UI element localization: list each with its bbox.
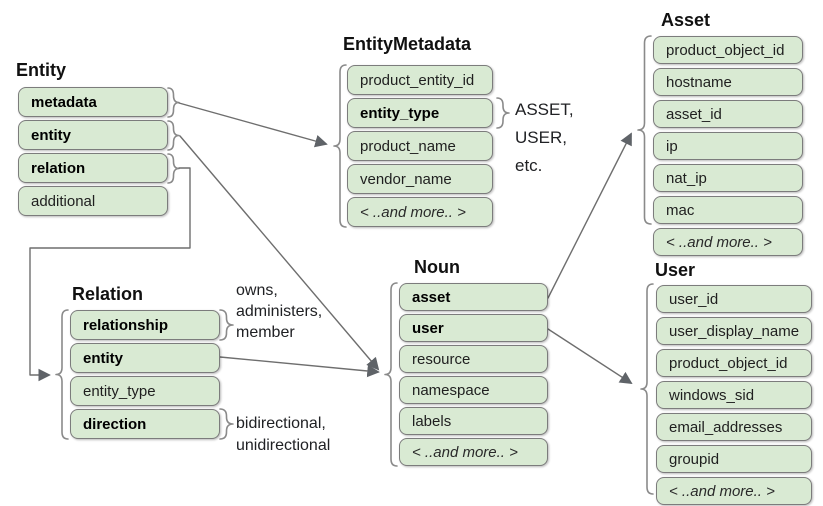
brace-asset-left [637, 35, 652, 225]
brace-noun-left [384, 282, 398, 467]
field-additional: additional [18, 186, 168, 216]
entity-table-title: Entity [16, 60, 67, 80]
note-line: owns, [236, 282, 278, 299]
brace-entity-type-field [496, 97, 510, 129]
field-entity: entity [18, 120, 168, 150]
noun-table-title: Noun [414, 257, 460, 277]
relation-table-title: Relation [72, 284, 144, 304]
user-table-fields: user_id user_display_name product_object_i… [656, 285, 812, 506]
field-product-object-id: product_object_id [653, 36, 803, 64]
note-line: administers, [236, 303, 323, 320]
noun-table-fields: asset user resource namespace labels < ..and … [399, 283, 548, 469]
field-groupid: groupid [656, 445, 812, 473]
entity-type-values-note: ASSET, USER, etc. [515, 96, 574, 180]
field-relation: relation [18, 153, 168, 183]
asset-table-title: Asset [661, 10, 711, 30]
brace-entitymetadata-left [333, 64, 347, 228]
note-line: etc. [515, 156, 543, 175]
field-entity-type: entity_type [70, 376, 220, 406]
note-line: bidirectional, [236, 415, 326, 432]
field-resource: resource [399, 345, 548, 373]
brace-relation-left [55, 309, 69, 440]
user-table-title: User [655, 260, 696, 280]
field-email-addresses: email_addresses [656, 413, 812, 441]
field-mac: mac [653, 196, 803, 224]
field-metadata: metadata [18, 87, 168, 117]
note-line: ASSET, [515, 100, 574, 119]
field-asset-id: asset_id [653, 100, 803, 128]
field-namespace: namespace [399, 376, 548, 404]
field-direction: direction [70, 409, 220, 439]
note-line: USER, [515, 128, 567, 147]
field-labels: labels [399, 407, 548, 435]
field-asset: asset [399, 283, 548, 311]
field-ip: ip [653, 132, 803, 160]
brace-direction-field [219, 408, 234, 440]
field-entity: entity [70, 343, 220, 373]
field-product-entity-id: product_entity_id [347, 65, 493, 95]
field-product-name: product_name [347, 131, 493, 161]
arrow-entity-metadata-to-entitymetadata [178, 102, 328, 148]
brace-entity-relation-field [167, 153, 180, 184]
arrow-noun-user-to-user [547, 328, 633, 385]
field-windows-sid: windows_sid [656, 381, 812, 409]
field-entity-type: entity_type [347, 98, 493, 128]
field-user-display-name: user_display_name [656, 317, 812, 345]
direction-values-note: bidirectional, unidirectional [236, 413, 330, 457]
field-hostname: hostname [653, 68, 803, 96]
field-relationship: relationship [70, 310, 220, 340]
field-and-more: < ..and more.. > [653, 228, 803, 256]
note-line: unidirectional [236, 437, 331, 454]
brace-user-left [640, 283, 654, 495]
arrow-relation-entity-to-noun [219, 356, 380, 378]
field-and-more: < ..and more.. > [347, 197, 493, 227]
note-line: member [236, 324, 295, 341]
field-vendor-name: vendor_name [347, 164, 493, 194]
field-user-id: user_id [656, 285, 812, 313]
brace-entity-entity-field [167, 120, 180, 151]
field-nat-ip: nat_ip [653, 164, 803, 192]
brace-entity-metadata-field [167, 87, 180, 118]
field-product-object-id: product_object_id [656, 349, 812, 377]
brace-relationship-field [219, 309, 234, 341]
field-and-more: < ..and more.. > [399, 438, 548, 466]
field-and-more: < ..and more.. > [656, 477, 812, 505]
field-user: user [399, 314, 548, 342]
relationship-values-note: owns, administers, member [236, 280, 322, 343]
entity-metadata-table-title: EntityMetadata [343, 34, 472, 54]
